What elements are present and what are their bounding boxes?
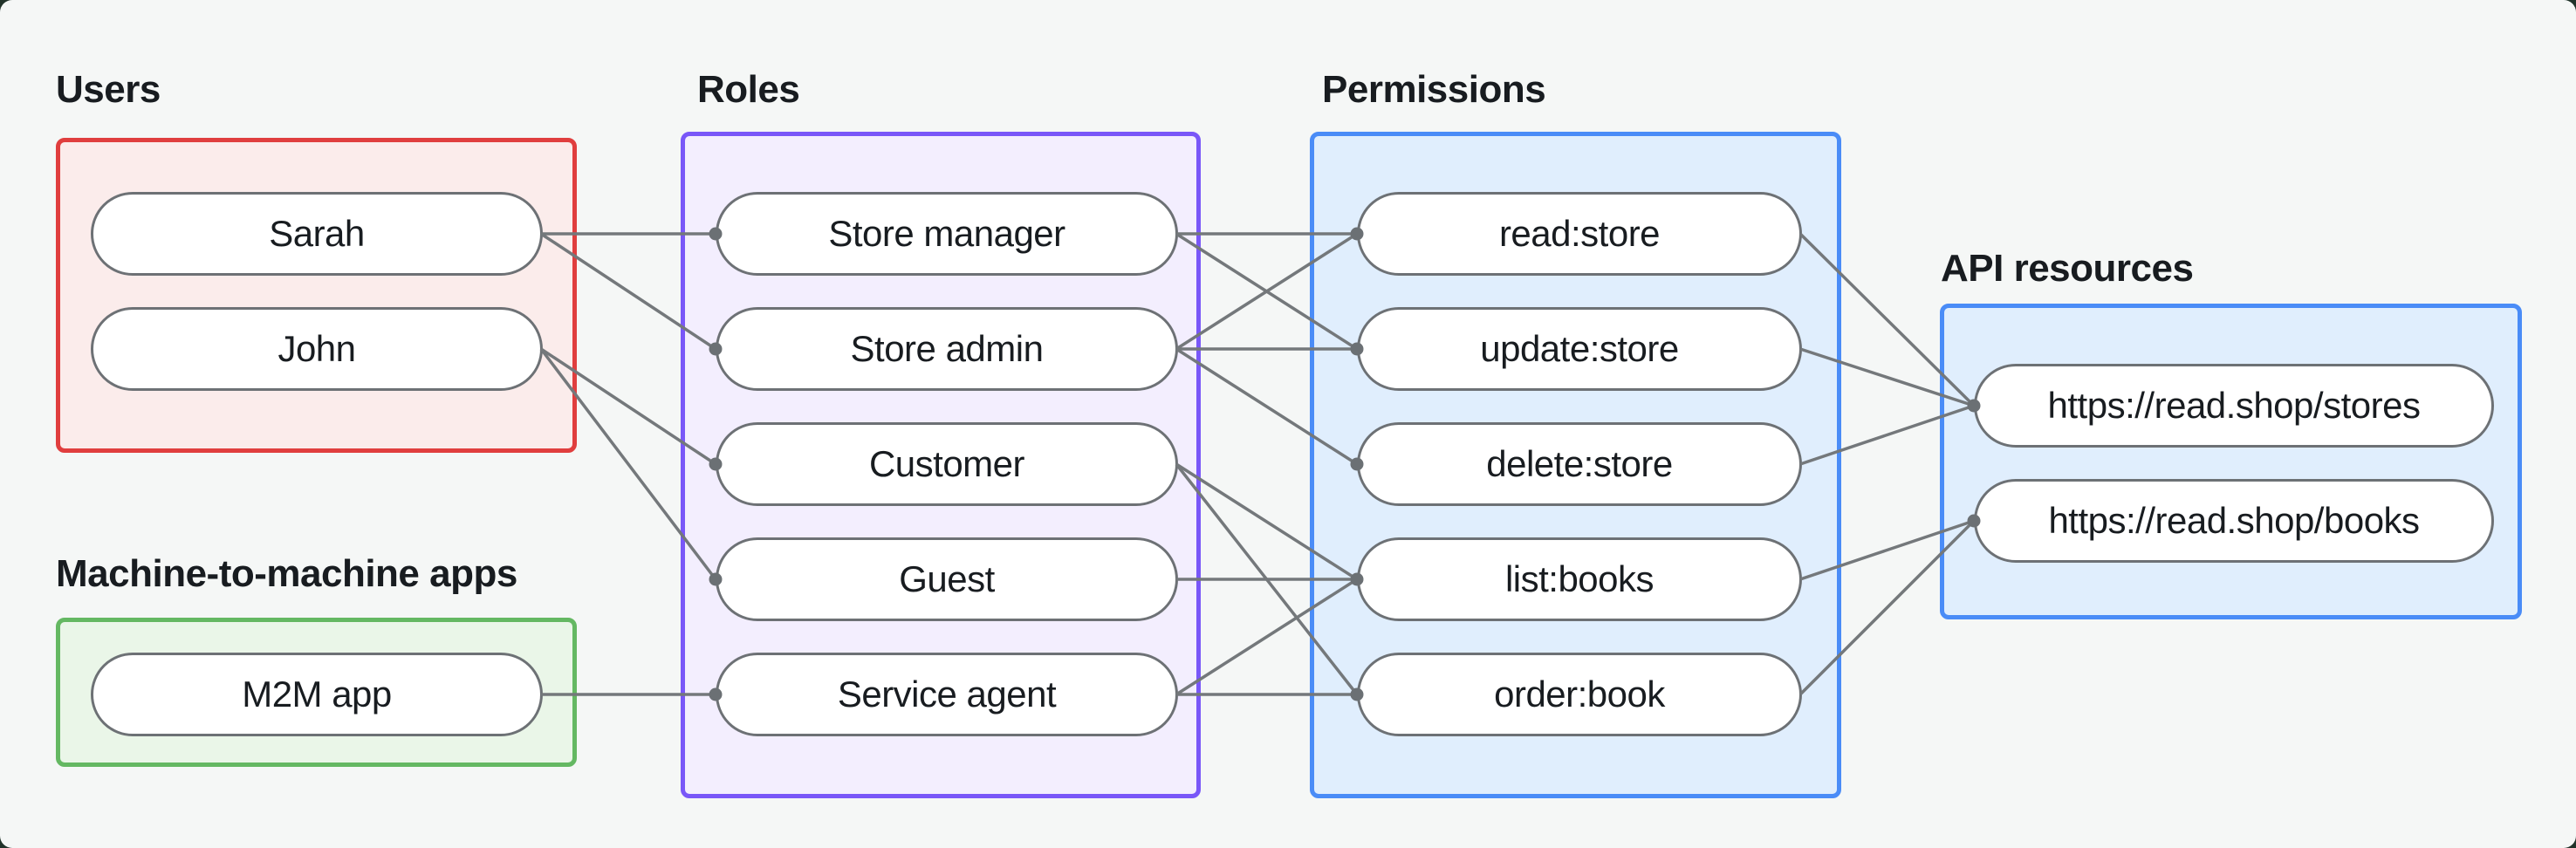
node-api-resource-stores: https://read.shop/stores [1974, 364, 2494, 448]
node-api-resource-books: https://read.shop/books [1974, 479, 2494, 563]
node-permission-order-book: order:book [1357, 653, 1802, 736]
node-role-store-admin: Store admin [716, 307, 1178, 391]
node-user-john: John [91, 307, 543, 391]
node-permission-update-store: update:store [1357, 307, 1802, 391]
roles-group-label: Roles [697, 68, 800, 111]
api-resources-group-label: API resources [1941, 247, 2194, 290]
node-role-customer: Customer [716, 422, 1178, 506]
node-m2m-app: M2M app [91, 653, 543, 736]
users-group-box [56, 138, 577, 453]
node-role-store-manager: Store manager [716, 192, 1178, 276]
m2m-group-label: Machine-to-machine apps [56, 552, 517, 595]
node-role-guest: Guest [716, 537, 1178, 621]
node-permission-list-books: list:books [1357, 537, 1802, 621]
api-resources-group-box [1940, 304, 2522, 619]
users-group-label: Users [56, 68, 161, 111]
node-permission-read-store: read:store [1357, 192, 1802, 276]
node-role-service-agent: Service agent [716, 653, 1178, 736]
permissions-group-label: Permissions [1322, 68, 1546, 111]
node-user-sarah: Sarah [91, 192, 543, 276]
node-permission-delete-store: delete:store [1357, 422, 1802, 506]
